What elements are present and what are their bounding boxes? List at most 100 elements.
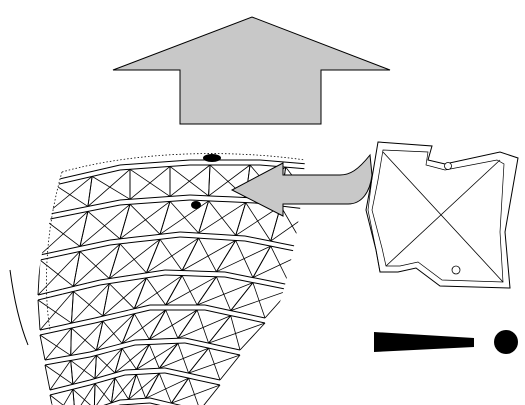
lattice-band-line bbox=[49, 392, 59, 396]
lattice-band-line bbox=[93, 167, 108, 172]
lattice-band-line bbox=[89, 382, 98, 386]
lattice-strut bbox=[37, 259, 41, 296]
lattice-cross-strut bbox=[94, 348, 123, 379]
lattice-cross-strut bbox=[119, 201, 171, 240]
lattice-band-line bbox=[228, 347, 241, 351]
rod-and-ball-icon bbox=[374, 330, 518, 354]
lattice-cross-strut bbox=[198, 202, 246, 234]
lattice-cross-strut bbox=[39, 291, 74, 331]
lattice-strut bbox=[94, 355, 97, 379]
lattice-band-line bbox=[205, 233, 220, 235]
lattice-cross-strut bbox=[72, 355, 97, 385]
lattice-cross-strut bbox=[73, 243, 121, 287]
lattice-strut bbox=[119, 204, 131, 240]
lattice-band-line bbox=[228, 196, 243, 198]
lattice-cross-strut bbox=[49, 360, 72, 391]
lattice-strut bbox=[208, 315, 232, 344]
lattice-strut bbox=[148, 309, 167, 340]
lattice-cross-strut bbox=[280, 205, 305, 249]
lattice-strut bbox=[198, 200, 210, 234]
lattice-cross-strut bbox=[94, 383, 112, 404]
lattice-band-line bbox=[189, 194, 204, 197]
lattice-band-line bbox=[137, 239, 153, 243]
lattice-cross-strut bbox=[39, 259, 74, 287]
lattice-cross-strut bbox=[230, 315, 241, 351]
lattice-cross-strut bbox=[188, 354, 241, 374]
lattice-band-line bbox=[72, 324, 85, 329]
lattice-band-line bbox=[101, 403, 109, 405]
tile-hole-top bbox=[444, 162, 452, 170]
lattice-band-line bbox=[81, 242, 97, 247]
lattice-cross-strut bbox=[49, 394, 76, 405]
lattice-band-line bbox=[110, 371, 119, 375]
lattice-band-line bbox=[217, 349, 230, 354]
lattice-cross-strut bbox=[270, 209, 305, 242]
lattice-band-line bbox=[67, 178, 82, 183]
lattice-strut bbox=[219, 354, 241, 381]
lattice-strut bbox=[199, 384, 221, 405]
lattice-band-line bbox=[133, 162, 149, 165]
lattice-band-line bbox=[39, 327, 52, 331]
lattice-band-line bbox=[237, 274, 252, 278]
lattice-strut bbox=[252, 245, 272, 278]
lattice-cross-strut bbox=[70, 360, 96, 379]
lattice-strut bbox=[133, 277, 147, 309]
lattice-strut bbox=[289, 252, 305, 286]
lattice-band-line bbox=[147, 161, 163, 164]
lattice-strut bbox=[304, 209, 305, 249]
lattice-band-line bbox=[81, 379, 91, 383]
lattice-band-line bbox=[104, 204, 121, 209]
lattice-strut bbox=[108, 243, 121, 279]
lattice-band-line bbox=[295, 162, 305, 165]
lattice-band-line bbox=[175, 164, 191, 167]
lattice-band-line bbox=[175, 369, 188, 374]
lattice-strut bbox=[70, 328, 72, 356]
lattice-band-line bbox=[39, 332, 52, 336]
lattice-band-line bbox=[179, 236, 194, 239]
lattice-band-line bbox=[138, 276, 153, 280]
lattice-band-line bbox=[75, 282, 88, 287]
lattice-band-line bbox=[195, 339, 208, 344]
lattice-band-line bbox=[133, 197, 149, 200]
lattice-strut bbox=[93, 383, 96, 405]
lattice-band-line bbox=[112, 275, 127, 279]
lattice-band-line bbox=[204, 304, 218, 309]
lattice-band-line bbox=[237, 279, 252, 283]
lattice-band-line bbox=[295, 167, 305, 170]
lattice-cross-strut bbox=[146, 237, 199, 274]
lattice-band-line bbox=[113, 399, 121, 403]
lattice-band-line bbox=[53, 361, 64, 364]
lattice-band-line bbox=[125, 339, 136, 343]
lattice-cross-strut bbox=[128, 372, 160, 400]
lattice-band-line bbox=[50, 329, 63, 334]
lattice-band-line bbox=[57, 390, 67, 394]
lattice-band-line bbox=[62, 354, 73, 358]
tile-crease-diagonal-a bbox=[382, 151, 504, 283]
up-arrow-icon bbox=[112, 16, 391, 125]
lattice-band-line bbox=[127, 312, 140, 316]
lattice-band-line bbox=[308, 164, 320, 165]
lattice-cross-strut bbox=[133, 313, 150, 340]
lattice-strut bbox=[177, 309, 198, 339]
lattice-band-line bbox=[231, 234, 246, 237]
lattice-band-line bbox=[95, 239, 111, 244]
lattice-cross-strut bbox=[252, 252, 305, 278]
lattice-band-line bbox=[105, 317, 118, 321]
lattice-band-line bbox=[71, 358, 82, 361]
lattice-band-line bbox=[107, 401, 115, 405]
tile-crease-diagonal-b bbox=[385, 159, 501, 267]
lattice-cross-strut bbox=[73, 291, 104, 317]
lattice-cross-strut bbox=[79, 203, 131, 247]
lattice-band-line bbox=[175, 159, 191, 162]
lattice-strut bbox=[181, 237, 200, 271]
lattice-cross-strut bbox=[39, 334, 71, 356]
lattice-strut bbox=[230, 282, 254, 311]
lattice-strut bbox=[196, 276, 217, 306]
lattice-cross-strut bbox=[165, 309, 179, 339]
lattice-cross-strut bbox=[119, 243, 147, 274]
lattice-cross-strut bbox=[109, 238, 161, 279]
lattice-band-line bbox=[116, 309, 129, 314]
lattice-band-line bbox=[44, 362, 55, 366]
lattice-cross-strut bbox=[87, 211, 121, 240]
lattice-band-line bbox=[259, 164, 273, 167]
